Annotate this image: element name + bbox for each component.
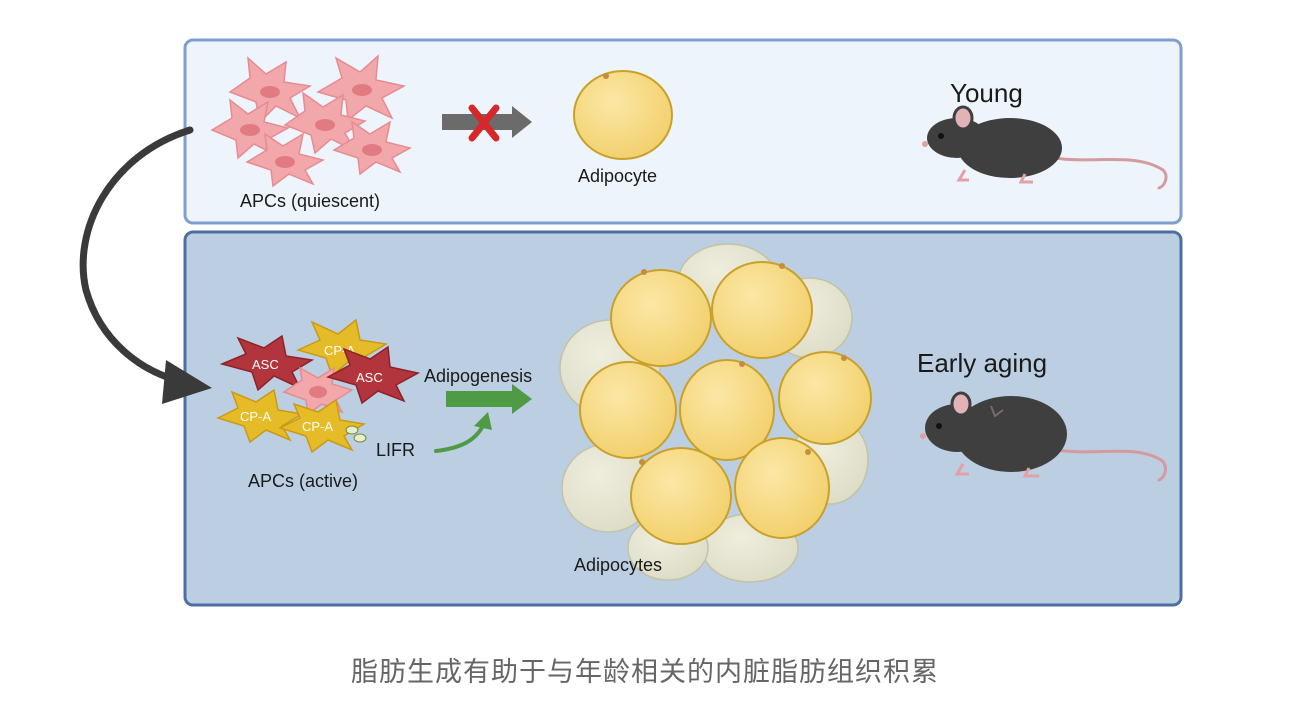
aging-adipogenesis-diagram: APCs (quiescent) Adipocyte Young: [79, 38, 1183, 607]
blocked-arrow: [442, 104, 532, 142]
active-apc-cluster: CP-A ASC ASC CP-A CP-A: [215, 318, 421, 454]
apcs-active-label: APCs (active): [248, 471, 358, 491]
lifr-label: LIFR: [376, 440, 415, 460]
asc-cell: ASC: [326, 345, 421, 405]
cpa-label: CP-A: [302, 419, 333, 434]
adipocyte: [778, 351, 872, 445]
apcs-quiescent-label: APCs (quiescent): [240, 191, 380, 211]
adipocyte: [579, 361, 677, 459]
adipocyte: [679, 359, 775, 461]
quiescent-apc-cell: [283, 91, 367, 155]
cpa-cell: CP-A: [277, 398, 367, 454]
asc-cell: ASC: [219, 334, 315, 392]
bottom-panel: CP-A ASC ASC CP-A CP-A: [183, 230, 1183, 607]
adipocyte: [711, 261, 813, 359]
asc-label: ASC: [252, 357, 279, 372]
adipocyte: [734, 437, 830, 539]
asc-label: ASC: [356, 370, 383, 385]
adipogenesis-label: Adipogenesis: [424, 366, 532, 386]
top-panel: APCs (quiescent) Adipocyte Young: [183, 38, 1183, 225]
lifr-signal-arrow: [434, 412, 492, 453]
quiescent-apc-cell: [245, 132, 326, 188]
adipocyte: [630, 447, 732, 545]
adipocyte: [610, 269, 712, 367]
adipogenesis-arrow: [446, 384, 532, 414]
cpa-label: CP-A: [240, 409, 271, 424]
quiescent-apc-cluster: [210, 54, 413, 188]
curved-arrow: [79, 126, 212, 404]
quiescent-apc-cell: [332, 120, 413, 176]
early-aging-label: Early aging: [917, 348, 1047, 378]
adipocyte-cluster: [559, 243, 872, 583]
mouse: [922, 105, 1168, 190]
figure-caption: 脂肪生成有助于与年龄相关的内脏脂肪组织积累: [351, 657, 939, 688]
lifr-receptor-icon: [345, 425, 367, 443]
adipocyte: [573, 70, 673, 160]
x-mark: [468, 104, 500, 142]
adipocyte-label: Adipocyte: [578, 166, 657, 186]
adipocytes-label: Adipocytes: [574, 555, 662, 575]
quiescent-apc-cell: [228, 56, 313, 124]
young-label: Young: [950, 78, 1023, 108]
mouse: [920, 391, 1167, 482]
